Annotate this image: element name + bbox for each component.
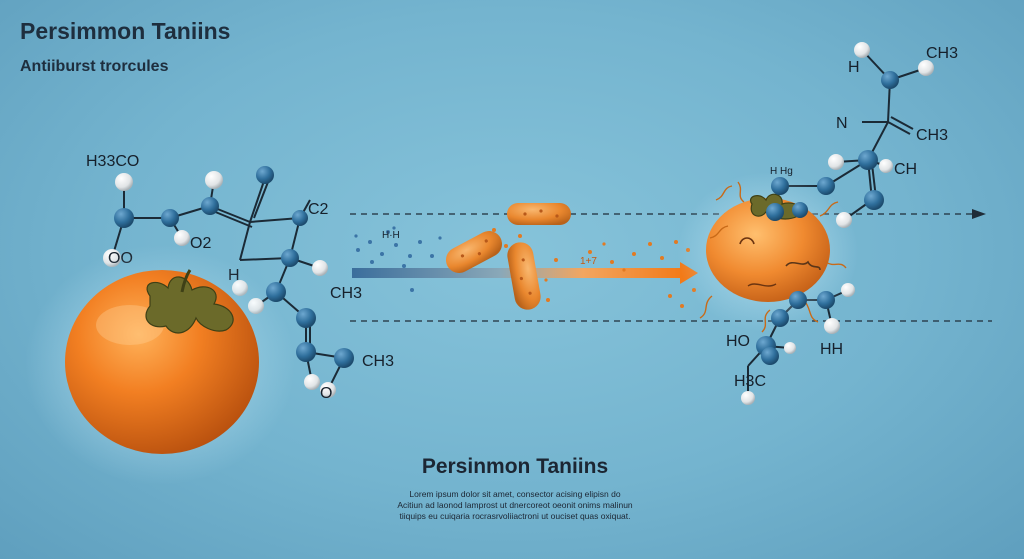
label-hfg: H Hg <box>770 166 793 177</box>
label-ho: HO <box>726 333 750 350</box>
description-line: Acitiun ad laonod lamprost ut dnercoreot… <box>397 500 633 510</box>
label-mid: 1+7 <box>580 256 597 267</box>
right-molecule-atoms <box>741 42 934 405</box>
description-text: Lorem ipsum dolor sit amet, consector ac… <box>357 489 673 522</box>
bacterium-1 <box>445 231 503 273</box>
label-h-top: H <box>848 59 860 76</box>
bacterium-2 <box>507 203 571 225</box>
label-o: O <box>320 385 332 402</box>
blue-particles <box>354 226 442 292</box>
label-hh-middle: H·H <box>382 230 400 241</box>
label-h3co: H33CO <box>86 153 139 170</box>
dashed-line-arrowhead <box>972 209 986 219</box>
description-line: Lorem ipsum dolor sit amet, consector ac… <box>409 489 621 499</box>
label-ch3-b: CH3 <box>362 353 394 370</box>
label-ch3-top: CH3 <box>926 45 958 62</box>
persimmon-with-bacteria <box>678 172 858 333</box>
center-title: Persinmon Taniins <box>421 455 609 478</box>
label-hh-right: HH <box>820 341 843 358</box>
persimmon-fruit <box>25 245 295 485</box>
description-line: tiiquips eu cuiqaria rocrasrvoliiactroni… <box>399 511 631 521</box>
page-subtitle: Antiiburst trorcules <box>20 58 169 75</box>
label-c2: C2 <box>308 201 329 218</box>
label-o2: O2 <box>190 235 211 252</box>
label-h3c: H3C <box>734 373 766 390</box>
page-title: Persimmon Taniins <box>20 18 231 44</box>
label-ch3-a: CH3 <box>330 285 362 302</box>
label-ch3-mid: CH3 <box>916 127 948 144</box>
left-molecule-atoms <box>103 166 354 398</box>
label-n: N <box>836 115 848 132</box>
label-ch: CH <box>894 161 917 178</box>
bacterium-3 <box>507 242 541 310</box>
